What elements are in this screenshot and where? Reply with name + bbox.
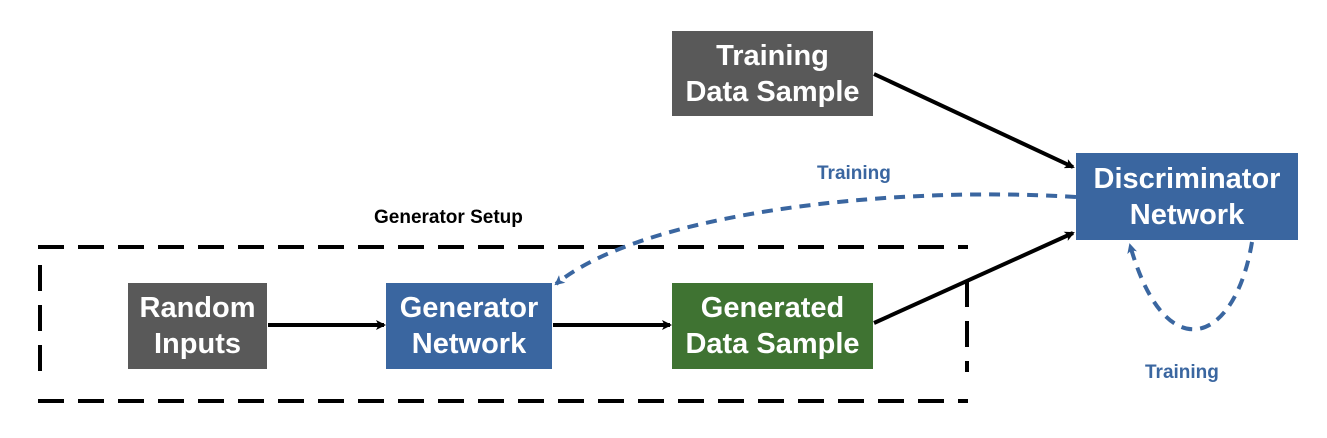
random-inputs-node: Random Inputs	[128, 283, 267, 369]
arrow-training-discriminator-loop	[1127, 241, 1254, 332]
generated-data-sample-node: Generated Data Sample	[672, 283, 873, 369]
training-data-sample-node: Training Data Sample	[672, 31, 873, 116]
random-inputs-line1: Random	[139, 292, 256, 324]
generator-network-line2: Network	[411, 328, 527, 360]
training-data-sample-line2: Data Sample	[685, 75, 860, 108]
generator-setup-boundary	[38, 245, 969, 403]
discriminator-network-line2: Network	[1129, 198, 1245, 231]
generator-network-line1: Generator	[399, 292, 539, 324]
discriminator-network-line1: Discriminator	[1093, 162, 1281, 195]
training-data-sample-line1: Training	[716, 39, 829, 72]
generated-data-sample-line1: Generated	[700, 292, 845, 324]
arrow-training-data-to-discriminator	[873, 72, 1075, 169]
training-feedback-discriminator-label: Training	[1145, 362, 1219, 383]
arrow-generated-to-discriminator	[873, 231, 1075, 325]
arrow-training-discriminator-to-generator	[554, 192, 1077, 286]
generator-setup-label: Generator Setup	[374, 207, 523, 228]
generated-data-sample-line2: Data Sample	[685, 328, 860, 360]
discriminator-network-node: Discriminator Network	[1076, 153, 1298, 240]
training-feedback-generator-label: Training	[817, 163, 891, 184]
random-inputs-line2: Inputs	[154, 328, 241, 360]
generator-network-node: Generator Network	[386, 283, 552, 369]
